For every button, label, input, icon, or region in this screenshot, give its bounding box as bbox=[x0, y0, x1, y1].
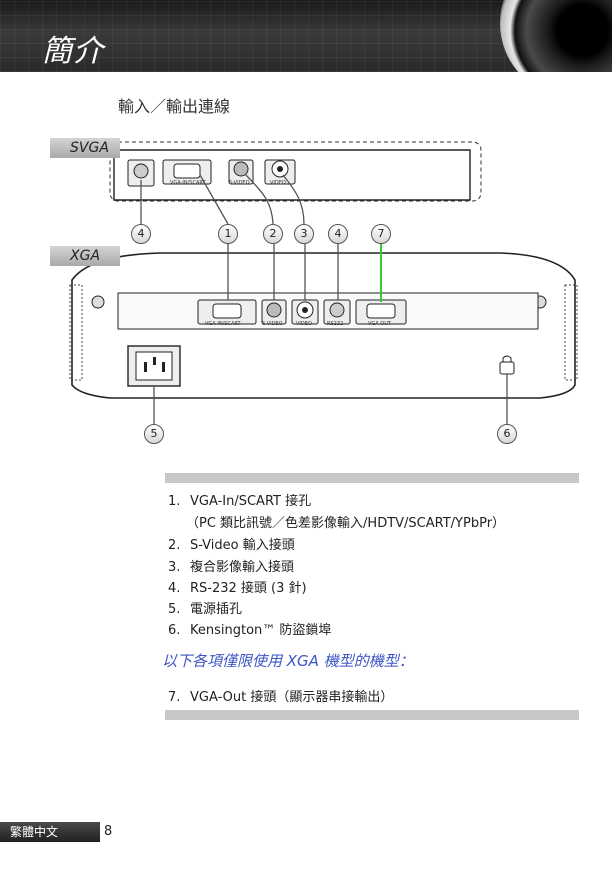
callout-1: 1 bbox=[218, 224, 238, 244]
xga-rs232-port bbox=[323, 299, 351, 325]
list-item: 4. RS-232 接頭 (3 針) bbox=[168, 577, 307, 596]
list-item-subtext: （PC 類比訊號／色差影像輸入/HDTV/SCART/YPbPr） bbox=[186, 512, 505, 531]
page-number: 8 bbox=[104, 824, 113, 839]
list-text: 複合影像輸入接頭 bbox=[190, 560, 295, 575]
section-title: 輸入／輸出連線 bbox=[118, 97, 231, 116]
top-divider-bar bbox=[165, 473, 579, 483]
list-text: 電源插孔 bbox=[190, 602, 243, 617]
list-text: RS-232 接頭 (3 針) bbox=[190, 581, 307, 596]
callout-6: 6 bbox=[497, 424, 517, 444]
svga-rs232-port bbox=[127, 159, 155, 187]
xga-svideo-port bbox=[261, 299, 287, 325]
list-item: 5. 電源插孔 bbox=[168, 598, 242, 617]
xga-right-vent bbox=[564, 284, 578, 381]
xga-video-port bbox=[291, 299, 319, 325]
svga-panel-outline bbox=[109, 141, 482, 202]
list-item: 2. S-Video 輸入接頭 bbox=[168, 534, 295, 553]
list-item: 1. VGA-In/SCART 接孔 bbox=[168, 490, 311, 509]
list-number: 4. bbox=[168, 581, 181, 596]
connection-diagram bbox=[69, 141, 578, 424]
xga-svideo-label: S-VIDEO bbox=[262, 321, 283, 327]
list-item: 6. Kensington™ 防盜鎖埠 bbox=[168, 619, 331, 638]
leader-line bbox=[199, 174, 229, 225]
list-number: 2. bbox=[168, 538, 181, 553]
list-text: （PC 類比訊號／色差影像輸入/HDTV/SCART/YPbPr） bbox=[186, 516, 506, 531]
list-number: 1. bbox=[168, 494, 181, 509]
xga-tab: XGA bbox=[50, 246, 120, 266]
list-number: 5. bbox=[168, 602, 181, 617]
list-number: 3. bbox=[168, 560, 181, 575]
callout-4-xga: 4 bbox=[328, 224, 348, 244]
svga-vga-in-label: VGA-IN/SCART bbox=[170, 180, 206, 186]
list-number: 7. bbox=[168, 690, 181, 705]
list-text: VGA-In/SCART 接孔 bbox=[190, 494, 312, 509]
screw-left bbox=[91, 295, 105, 309]
list-item: 7. VGA-Out 接頭（顯示器串接輸出） bbox=[168, 686, 393, 705]
list-text: Kensington™ 防盜鎖埠 bbox=[190, 623, 332, 638]
xga-rs232-label: RS232 bbox=[327, 321, 344, 327]
xga-only-note: 以下各項僅限使用 XGA 機型的機型： bbox=[162, 652, 414, 670]
callout-4-svga: 4 bbox=[131, 224, 151, 244]
page-header: 簡介 bbox=[0, 0, 612, 72]
svga-video-port bbox=[264, 159, 296, 185]
xga-video-label: VIDEO bbox=[296, 321, 312, 327]
list-text: S-Video 輸入接頭 bbox=[190, 538, 295, 553]
projector-lens-graphic bbox=[500, 0, 612, 72]
svga-vga-in-port bbox=[162, 159, 212, 185]
list-item: 3. 複合影像輸入接頭 bbox=[168, 556, 294, 575]
xga-vga-out-label: VGA OUT bbox=[368, 321, 391, 327]
power-socket bbox=[127, 345, 181, 387]
leader-line bbox=[245, 174, 274, 225]
xga-left-vent bbox=[69, 284, 83, 381]
callout-7: 7 bbox=[371, 224, 391, 244]
xga-vga-in-port bbox=[197, 299, 257, 325]
list-number: 6. bbox=[168, 623, 181, 638]
xga-vga-in-label: VGA-IN/SCART bbox=[205, 321, 241, 327]
leader-line bbox=[282, 174, 305, 225]
chapter-title: 簡介 bbox=[42, 34, 104, 69]
callout-3: 3 bbox=[294, 224, 314, 244]
svga-tab: SVGA bbox=[50, 138, 120, 158]
callout-2: 2 bbox=[263, 224, 283, 244]
callout-5: 5 bbox=[144, 424, 164, 444]
svga-svideo-label: S-VIDEO bbox=[229, 180, 250, 186]
list-text: VGA-Out 接頭（顯示器串接輸出） bbox=[190, 690, 394, 705]
svga-video-label: VIDEO bbox=[270, 180, 286, 186]
footer-language-tab: 繁體中文 bbox=[0, 822, 100, 842]
svga-svideo-port bbox=[228, 159, 254, 185]
xga-vga-out-port bbox=[355, 299, 407, 325]
bottom-divider-bar bbox=[165, 710, 579, 720]
